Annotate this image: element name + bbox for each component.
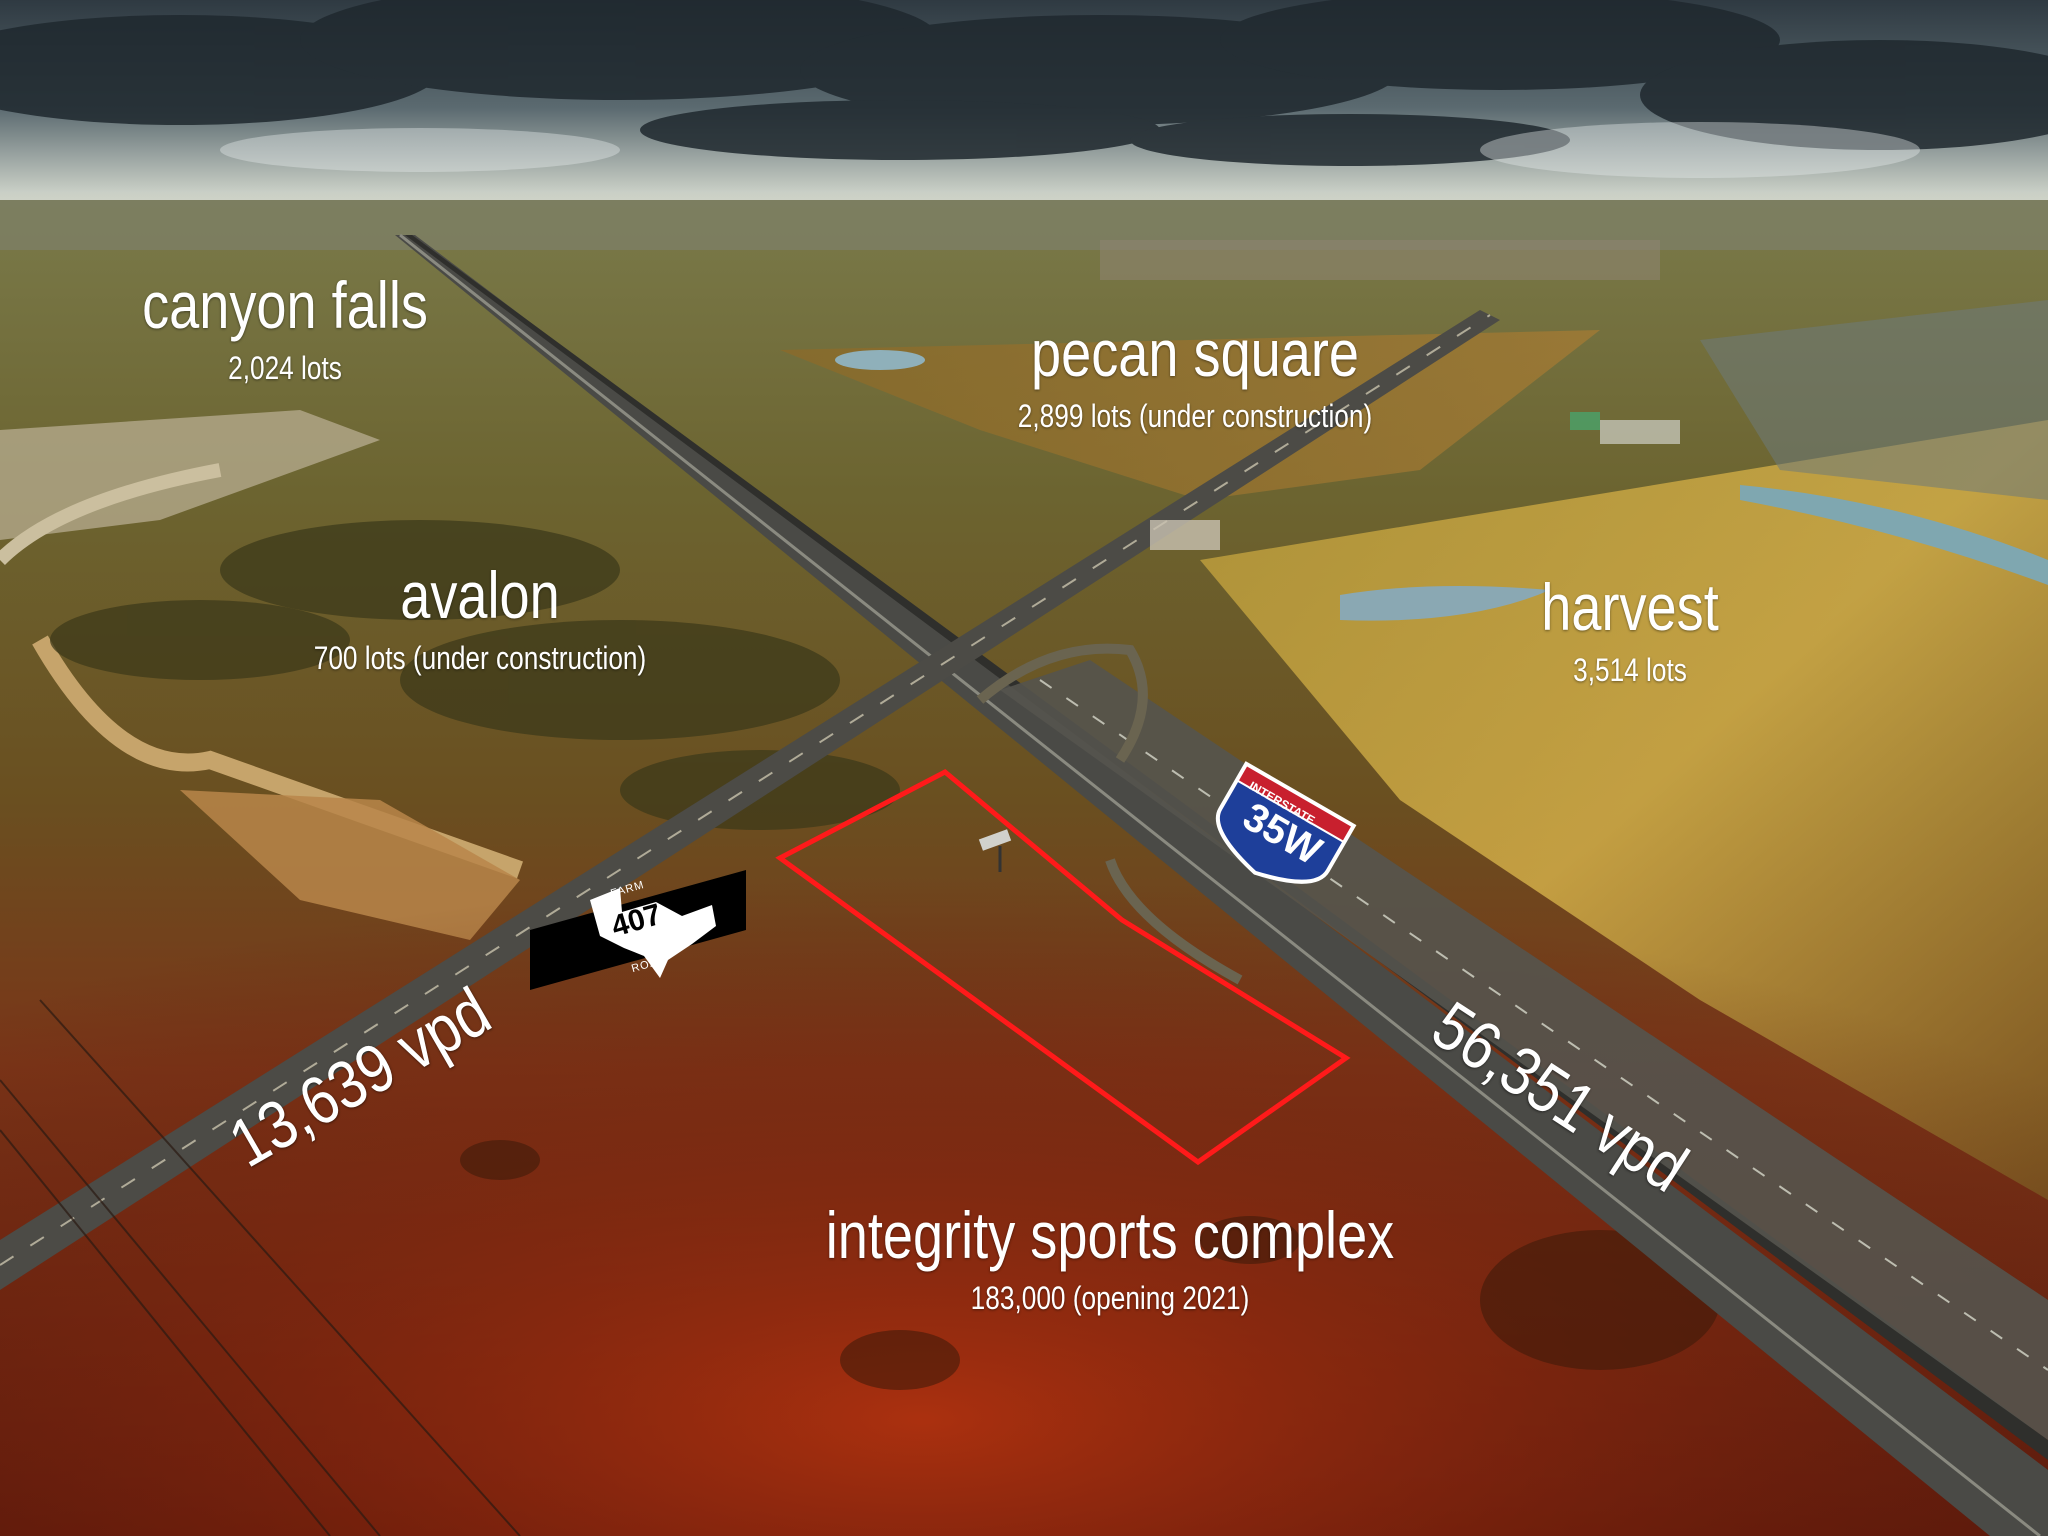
- interstate-shield-bg: [1215, 761, 1357, 884]
- label-integrity-sports-complex: integrity sports complex 183,000 (openin…: [720, 1202, 1500, 1314]
- place-detail: 700 lots (under construction): [313, 640, 647, 676]
- place-detail: 2,899 lots (under construction): [1017, 398, 1373, 434]
- place-detail: 3,514 lots: [1573, 652, 1687, 688]
- farm-road-shield-bg: [530, 870, 746, 990]
- place-detail: 2,024 lots: [228, 350, 342, 386]
- place-name: harvest: [1541, 570, 1719, 644]
- site-boundary-outline: [775, 769, 1351, 1166]
- place-name: canyon falls: [142, 268, 428, 342]
- label-canyon-falls: canyon falls 2,024 lots: [100, 272, 470, 384]
- place-detail: 183,000 (opening 2021): [970, 1280, 1250, 1316]
- interstate-35w-shield: INTERSTATE 35W: [1204, 772, 1360, 882]
- label-pecan-square: pecan square 2,899 lots (under construct…: [910, 320, 1480, 432]
- place-name: integrity sports complex: [825, 1198, 1395, 1272]
- label-avalon: avalon 700 lots (under construction): [250, 562, 710, 674]
- place-name: avalon: [400, 558, 560, 632]
- place-name: pecan square: [1031, 316, 1359, 390]
- label-harvest: harvest 3,514 lots: [1480, 574, 1780, 686]
